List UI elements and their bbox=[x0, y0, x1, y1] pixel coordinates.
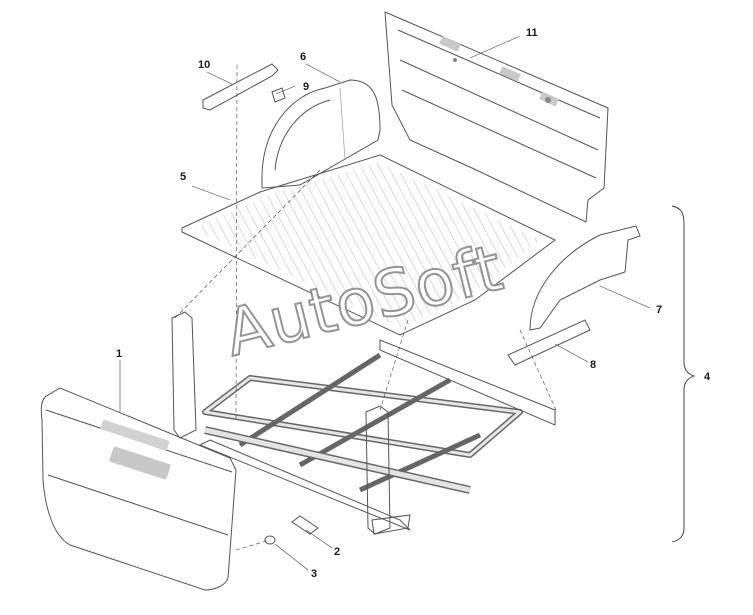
group-brace bbox=[671, 205, 696, 543]
callout-7: 7 bbox=[656, 304, 662, 316]
wheel-arch-left bbox=[261, 79, 381, 189]
clip-part-9 bbox=[271, 87, 286, 103]
callout-2: 2 bbox=[334, 546, 340, 558]
callout-8: 8 bbox=[590, 359, 596, 371]
cargo-floor-panel bbox=[181, 154, 556, 336]
tailgate-panel bbox=[40, 387, 237, 591]
bracket-part-8 bbox=[507, 319, 591, 366]
callout-9: 9 bbox=[303, 81, 309, 93]
cargo-frame bbox=[198, 339, 556, 531]
side-post-left bbox=[171, 311, 197, 439]
callout-5: 5 bbox=[180, 171, 186, 183]
nut-part-3 bbox=[264, 535, 276, 545]
callout-6: 6 bbox=[300, 51, 306, 63]
front-bulkhead-panel bbox=[384, 11, 609, 223]
bracket-part-10 bbox=[202, 63, 279, 111]
side-post-right bbox=[365, 405, 411, 535]
callout-10: 10 bbox=[198, 59, 210, 71]
wheel-arch-right bbox=[529, 225, 641, 331]
callout-4: 4 bbox=[704, 371, 711, 383]
leader-lines bbox=[119, 35, 651, 571]
callout-1: 1 bbox=[116, 348, 122, 360]
bolt-part-2 bbox=[291, 515, 319, 535]
callout-11: 11 bbox=[526, 27, 538, 39]
callout-3: 3 bbox=[311, 568, 317, 580]
